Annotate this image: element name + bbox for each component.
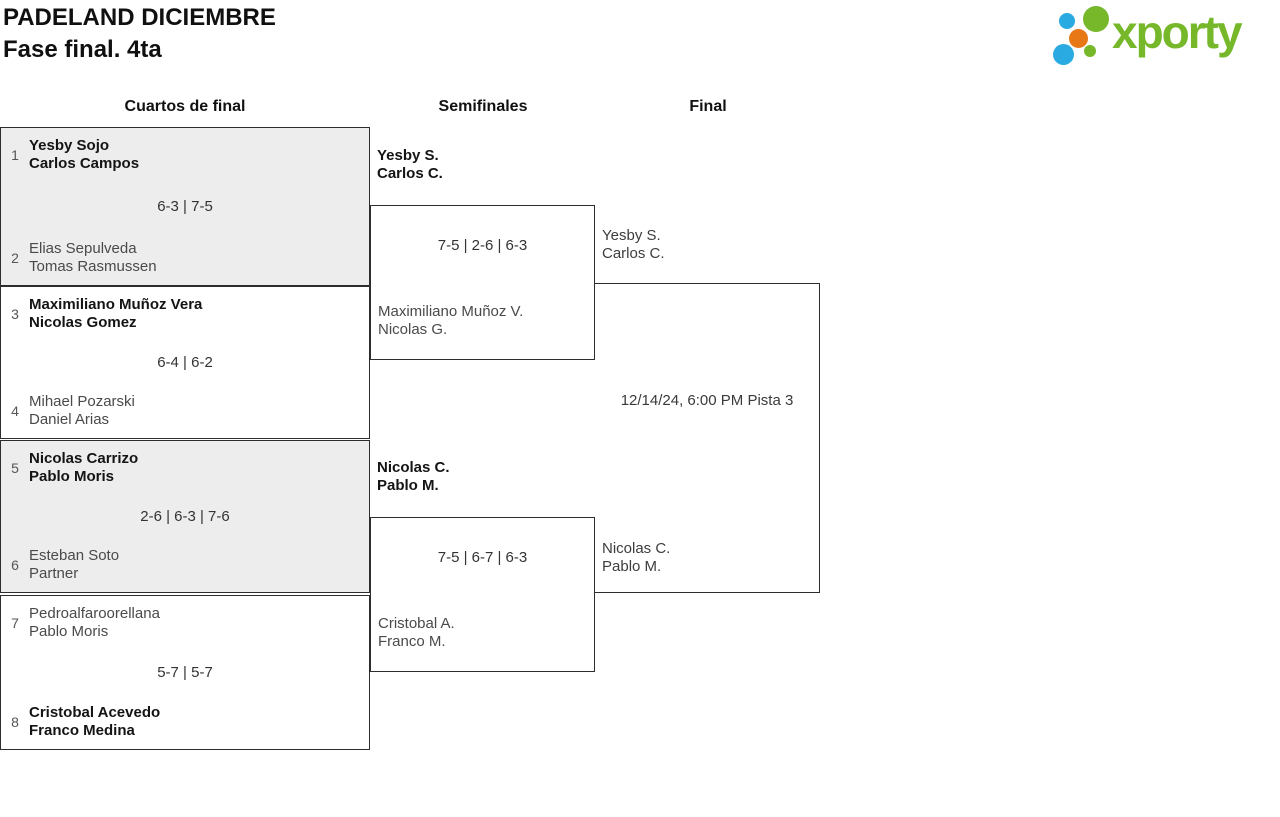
match-quarterfinal-1[interactable]: 1 Yesby Sojo Carlos Campos 6-3 | 7-5 2 E… bbox=[0, 127, 370, 286]
team-names: Maximiliano Muñoz Vera Nicolas Gomez bbox=[29, 296, 202, 332]
match-quarterfinal-3[interactable]: 5 Nicolas Carrizo Pablo Moris 2-6 | 6-3 … bbox=[0, 440, 370, 593]
final-team-bottom: Nicolas C. Pablo M. bbox=[602, 540, 670, 576]
team-names: Pedroalfaroorellana Pablo Moris bbox=[29, 605, 160, 641]
final-team-top: Yesby S. Carlos C. bbox=[602, 227, 665, 263]
player-name: Elias Sepulveda bbox=[29, 240, 137, 257]
match-score: 5-7 | 5-7 bbox=[157, 664, 213, 681]
player-name: Nicolas C. bbox=[602, 540, 671, 557]
match-score: 6-4 | 6-2 bbox=[157, 354, 213, 371]
team-row: 8 Cristobal Acevedo Franco Medina bbox=[1, 704, 369, 740]
semifinal-1-team-top: Yesby S. Carlos C. bbox=[377, 147, 443, 183]
semifinal-2-team-bottom: Cristobal A. Franco M. bbox=[378, 615, 455, 651]
match-score: 2-6 | 6-3 | 7-6 bbox=[140, 508, 230, 525]
logo-dot-green-small-icon bbox=[1084, 45, 1096, 57]
player-name: Pedroalfaroorellana bbox=[29, 605, 160, 622]
team-names: Cristobal Acevedo Franco Medina bbox=[29, 704, 160, 740]
team-names: Nicolas Carrizo Pablo Moris bbox=[29, 450, 138, 486]
semifinal-2-team-top: Nicolas C. Pablo M. bbox=[377, 459, 450, 495]
player-name: Nicolas Carrizo bbox=[29, 450, 139, 467]
team-names: Esteban Soto Partner bbox=[29, 547, 119, 583]
logo-dot-green-large-icon bbox=[1083, 6, 1109, 32]
player-name: Maximiliano Muñoz Vera bbox=[29, 296, 203, 313]
player-name: Nicolas G. bbox=[378, 321, 448, 338]
seed-number: 5 bbox=[11, 460, 19, 476]
player-name: Franco M. bbox=[378, 633, 446, 650]
match-score: 6-3 | 7-5 bbox=[157, 198, 213, 215]
seed-number: 3 bbox=[11, 306, 19, 322]
seed-number: 2 bbox=[11, 250, 19, 266]
player-name: Franco Medina bbox=[29, 722, 135, 739]
match-quarterfinal-4[interactable]: 7 Pedroalfaroorellana Pablo Moris 5-7 | … bbox=[0, 595, 370, 750]
player-name: Carlos C. bbox=[377, 165, 443, 182]
player-name: Pablo Moris bbox=[29, 468, 115, 485]
team-names: Mihael Pozarski Daniel Arias bbox=[29, 393, 135, 429]
logo-dot-blue-small-icon bbox=[1059, 13, 1075, 29]
page-title: PADELAND DICIEMBRE bbox=[3, 4, 276, 31]
seed-number: 6 bbox=[11, 557, 19, 573]
player-name: Carlos C. bbox=[602, 245, 665, 262]
player-name: Carlos Campos bbox=[29, 155, 140, 172]
player-name: Pablo M. bbox=[602, 558, 662, 575]
match-semifinal-1[interactable]: 7-5 | 2-6 | 6-3 Maximiliano Muñoz V. Nic… bbox=[370, 205, 595, 360]
round-header-quarterfinals: Cuartos de final bbox=[124, 98, 246, 115]
round-header-semifinals: Semifinales bbox=[438, 98, 528, 115]
seed-number: 7 bbox=[11, 615, 19, 631]
player-name: Nicolas Gomez bbox=[29, 314, 137, 331]
round-header-final: Final bbox=[689, 98, 727, 115]
seed-number: 8 bbox=[11, 714, 19, 730]
player-name: Tomas Rasmussen bbox=[29, 258, 157, 275]
player-name: Pablo Moris bbox=[29, 623, 109, 640]
player-name: Cristobal Acevedo bbox=[29, 704, 161, 721]
player-name: Esteban Soto bbox=[29, 547, 120, 564]
xporty-logo[interactable]: xporty bbox=[1048, 2, 1280, 66]
team-row: 3 Maximiliano Muñoz Vera Nicolas Gomez bbox=[1, 296, 369, 332]
player-name: Pablo M. bbox=[377, 477, 439, 494]
match-score: 7-5 | 2-6 | 6-3 bbox=[437, 237, 528, 254]
logo-dot-orange-icon bbox=[1069, 29, 1088, 48]
player-name: Nicolas C. bbox=[377, 459, 450, 476]
player-name: Yesby Sojo bbox=[29, 137, 110, 154]
match-semifinal-2[interactable]: 7-5 | 6-7 | 6-3 Cristobal A. Franco M. bbox=[370, 517, 595, 672]
match-final[interactable]: 12/14/24, 6:00 PM Pista 3 Nicolas C. Pab… bbox=[595, 283, 820, 593]
seed-number: 1 bbox=[11, 147, 19, 163]
team-row: 6 Esteban Soto Partner bbox=[1, 547, 369, 583]
page-subtitle: Fase final. 4ta bbox=[3, 36, 162, 63]
team-names: Elias Sepulveda Tomas Rasmussen bbox=[29, 240, 157, 276]
player-name: Maximiliano Muñoz V. bbox=[378, 303, 524, 320]
final-schedule: 12/14/24, 6:00 PM Pista 3 bbox=[620, 392, 794, 409]
team-row: 2 Elias Sepulveda Tomas Rasmussen bbox=[1, 240, 369, 276]
logo-dot-blue-large-icon bbox=[1053, 44, 1074, 65]
team-row: 4 Mihael Pozarski Daniel Arias bbox=[1, 393, 369, 429]
match-score: 7-5 | 6-7 | 6-3 bbox=[437, 549, 528, 566]
match-quarterfinal-2[interactable]: 3 Maximiliano Muñoz Vera Nicolas Gomez 6… bbox=[0, 286, 370, 439]
player-name: Cristobal A. bbox=[378, 615, 455, 632]
player-name: Yesby S. bbox=[377, 147, 439, 164]
team-row: 5 Nicolas Carrizo Pablo Moris bbox=[1, 450, 369, 486]
team-row: 1 Yesby Sojo Carlos Campos bbox=[1, 137, 369, 173]
player-name: Partner bbox=[29, 565, 79, 582]
player-name: Yesby S. bbox=[602, 227, 661, 244]
team-names: Yesby Sojo Carlos Campos bbox=[29, 137, 139, 173]
seed-number: 4 bbox=[11, 403, 19, 419]
semifinal-1-team-bottom: Maximiliano Muñoz V. Nicolas G. bbox=[378, 303, 523, 339]
team-row: 7 Pedroalfaroorellana Pablo Moris bbox=[1, 605, 369, 641]
player-name: Daniel Arias bbox=[29, 411, 110, 428]
xporty-wordmark: xporty bbox=[1112, 6, 1243, 58]
player-name: Mihael Pozarski bbox=[29, 393, 135, 410]
